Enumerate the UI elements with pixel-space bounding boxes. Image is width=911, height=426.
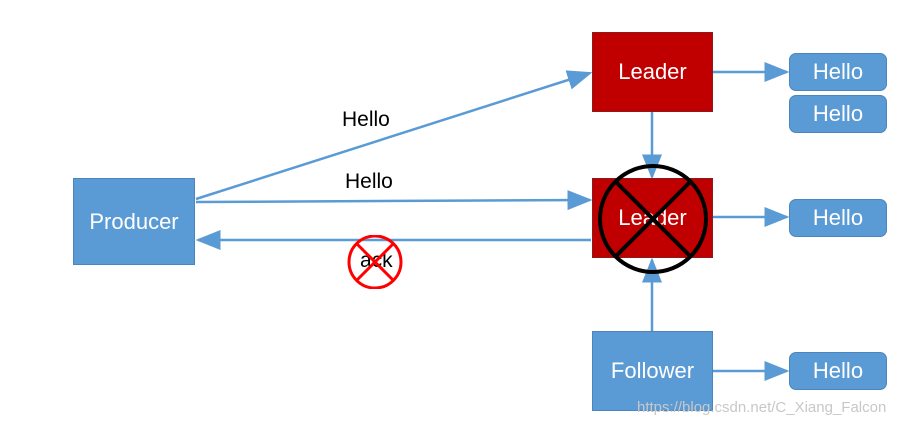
edge-label-hello-lower: Hello bbox=[345, 170, 393, 193]
message-top-2-label: Hello bbox=[812, 101, 864, 126]
message-top-1-label: Hello bbox=[812, 59, 864, 84]
arrow-producer-to-leader-top bbox=[195, 70, 593, 201]
producer-node: Producer bbox=[73, 178, 195, 265]
message-bottom-label: Hello bbox=[812, 358, 864, 383]
leader-top-node: Leader bbox=[592, 32, 713, 112]
leader-failure-cross-icon bbox=[598, 164, 708, 274]
follower-label: Follower bbox=[610, 358, 695, 383]
ack-cross-icon bbox=[347, 235, 403, 289]
arrow-producer-to-leader-failed bbox=[195, 190, 593, 211]
message-middle: Hello bbox=[789, 199, 887, 237]
message-top-2: Hello bbox=[789, 95, 887, 133]
watermark: https://blog.csdn.net/C_Xiang_Falcon bbox=[637, 399, 887, 416]
follower-node: Follower bbox=[592, 331, 713, 411]
message-top-1: Hello bbox=[789, 53, 887, 91]
leader-top-label: Leader bbox=[618, 59, 687, 84]
message-middle-label: Hello bbox=[812, 205, 864, 230]
producer-label: Producer bbox=[89, 208, 179, 234]
edge-label-hello-upper: Hello bbox=[342, 108, 390, 131]
message-bottom: Hello bbox=[789, 352, 887, 390]
